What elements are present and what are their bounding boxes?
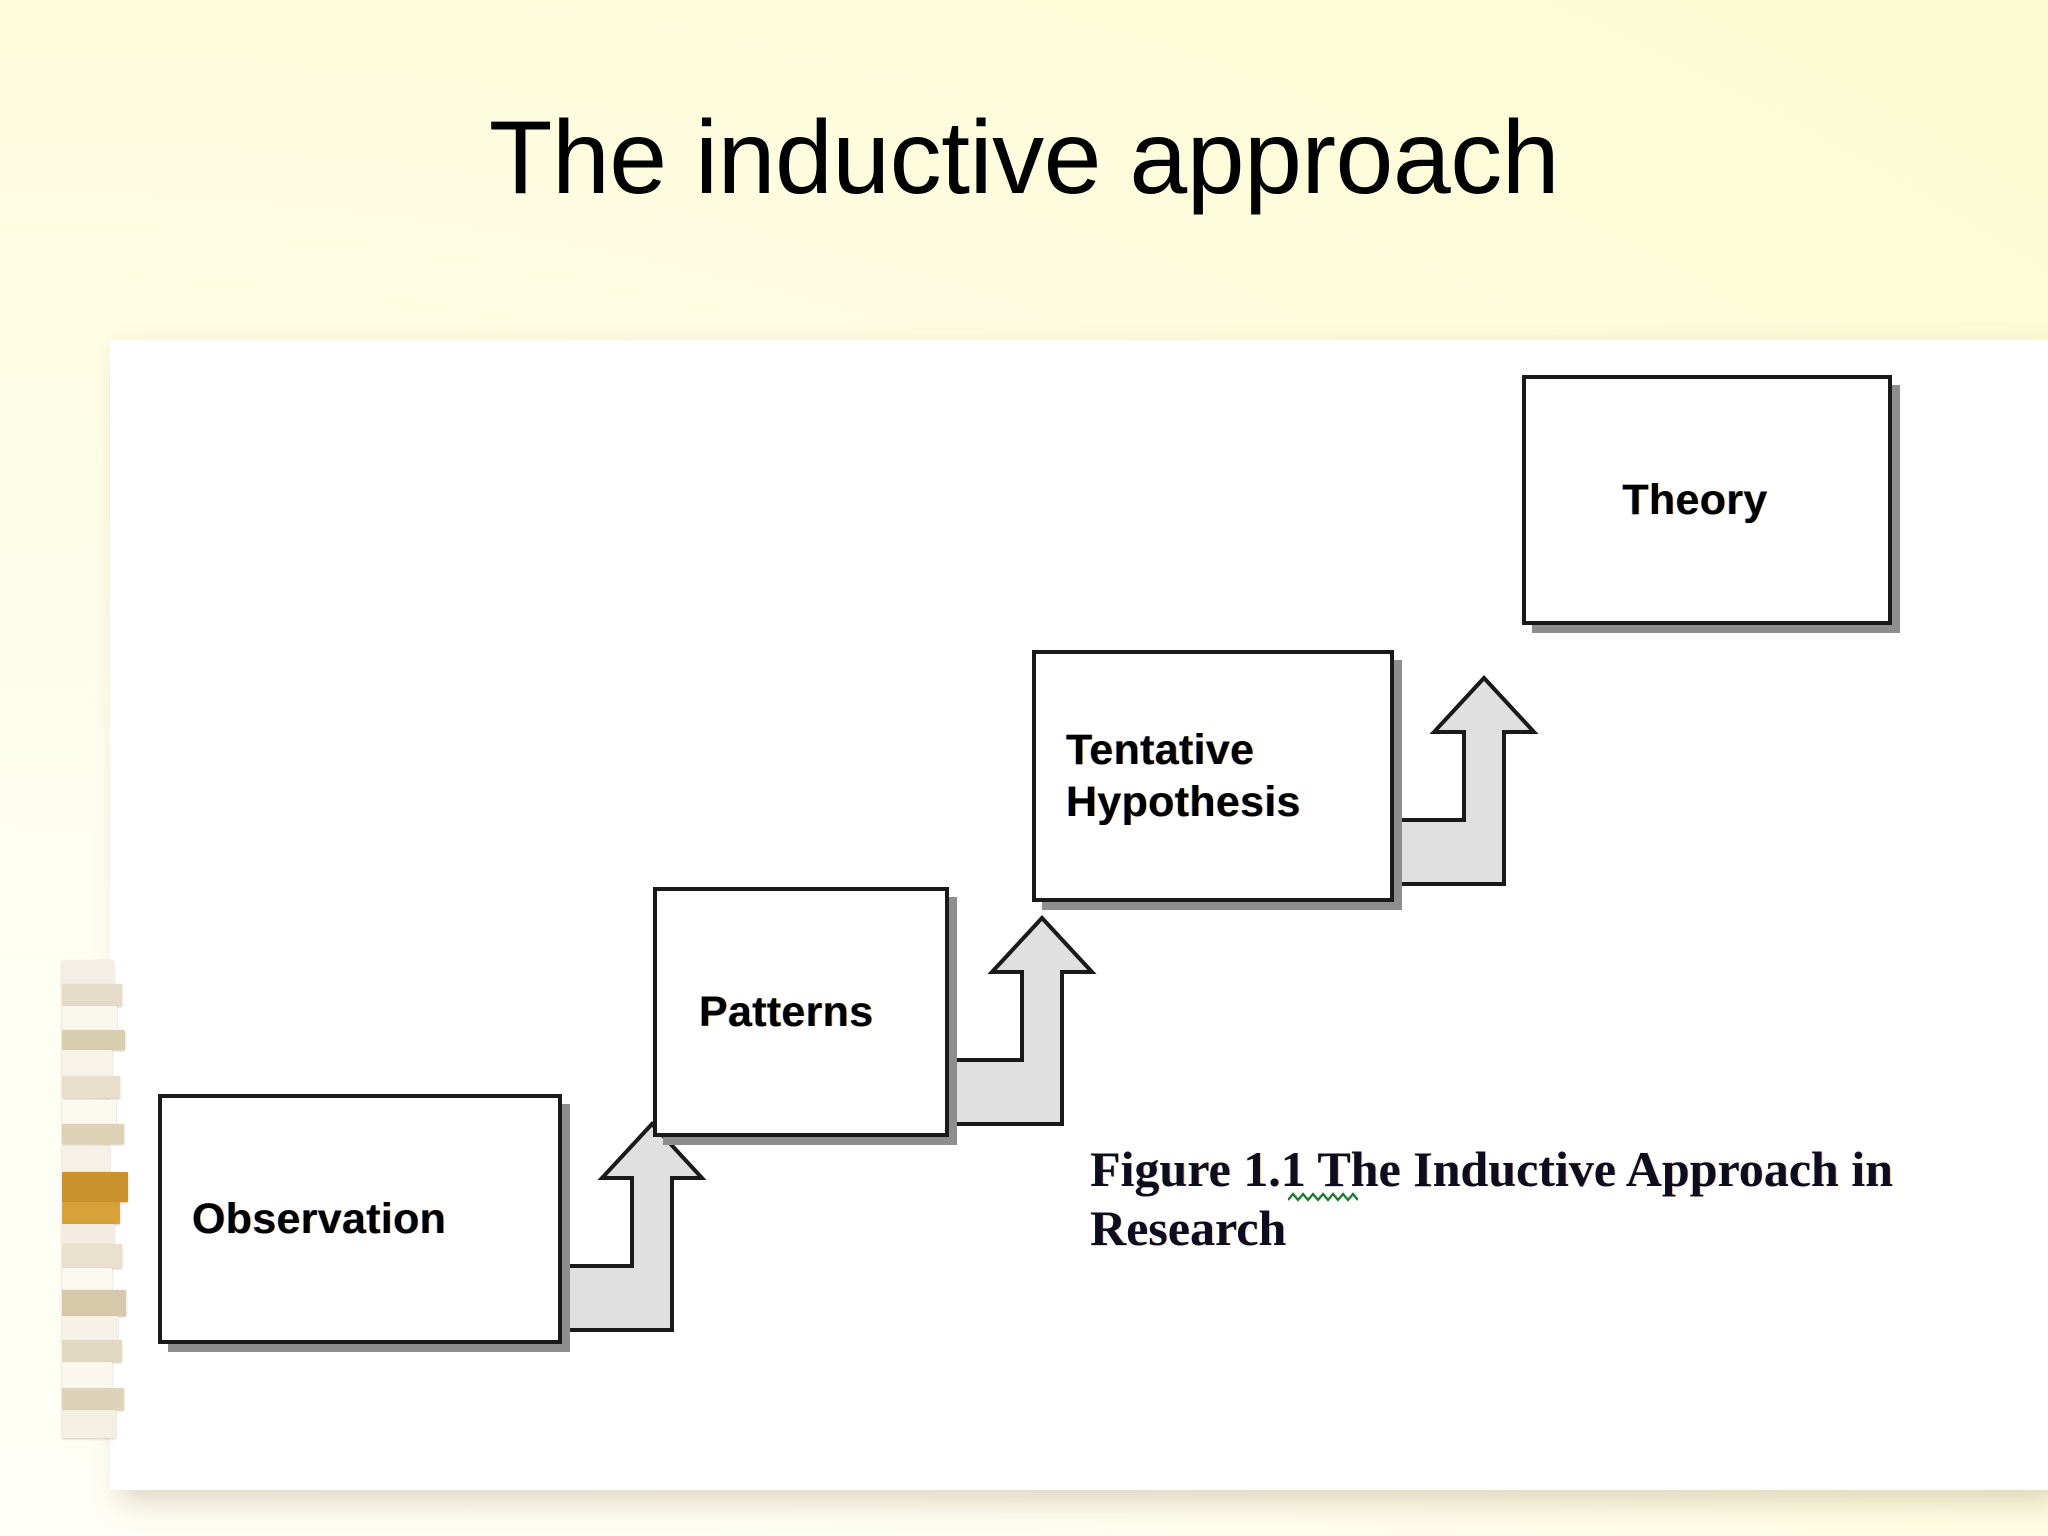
page-title: The inductive approach bbox=[488, 100, 1560, 216]
node-theory-label: Theory bbox=[1622, 475, 1768, 524]
book-slab bbox=[62, 1100, 116, 1124]
node-theory: Theory bbox=[1522, 375, 1892, 625]
node-hypothesis-line1: Tentative bbox=[1066, 725, 1255, 774]
arrow-observation-to-patterns bbox=[538, 1116, 760, 1356]
book-slab bbox=[62, 1146, 110, 1172]
book-slab bbox=[62, 1224, 114, 1244]
book-slab bbox=[62, 960, 114, 986]
book-slab bbox=[62, 1410, 116, 1438]
figure-caption: Figure 1.1 The Inductive Approach in Res… bbox=[1090, 1140, 1970, 1258]
book-slab bbox=[62, 1362, 112, 1388]
book-slab bbox=[62, 1268, 112, 1290]
node-patterns-label: Patterns bbox=[699, 987, 874, 1036]
figure-caption-line-1: Figure 1.1 The Inductive Approach in bbox=[1090, 1140, 1970, 1202]
node-tentative-hypothesis: Tentative Hypothesis bbox=[1032, 650, 1394, 902]
book-slab bbox=[62, 1006, 117, 1030]
node-hypothesis-line2: Hypothesis bbox=[1066, 778, 1301, 826]
figure-caption-line-2: Research bbox=[1090, 1200, 1287, 1256]
node-patterns: Patterns bbox=[653, 887, 949, 1137]
arrow-patterns-to-hypothesis bbox=[928, 910, 1150, 1150]
node-observation-label: Observation bbox=[192, 1194, 447, 1243]
content-panel: Observation Patterns Tentative Hypothesi… bbox=[110, 340, 2048, 1490]
node-observation: Observation bbox=[158, 1094, 562, 1344]
figure-caption-line-1-text: Figure 1.1 The Inductive Approach in bbox=[1090, 1141, 1893, 1197]
spellcheck-squiggle-icon bbox=[1288, 1192, 1358, 1202]
book-slab bbox=[62, 1050, 112, 1076]
node-tentative-hypothesis-label: Tentative Hypothesis bbox=[1036, 724, 1301, 829]
inductive-approach-diagram: Observation Patterns Tentative Hypothesi… bbox=[110, 340, 2048, 1490]
arrow-hypothesis-to-theory bbox=[1370, 670, 1592, 910]
